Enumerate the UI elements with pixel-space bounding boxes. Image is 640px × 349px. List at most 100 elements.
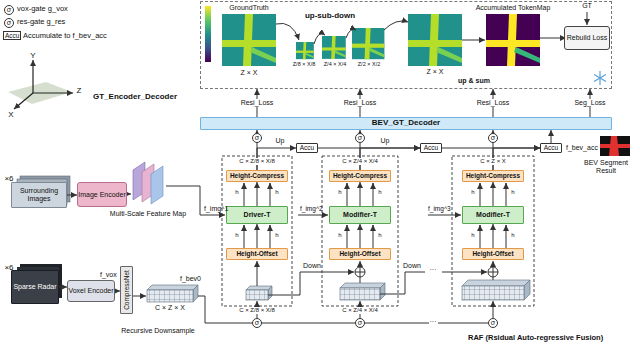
flow-line [493, 261, 494, 267]
map-title: GroundTruth [229, 4, 268, 12]
axis-letter: h [378, 189, 381, 196]
axis-letter: h [511, 189, 514, 196]
dimension-label: C × Z/4 × X/4 [341, 307, 379, 314]
bev-grid [147, 285, 198, 290]
flow-line [268, 272, 354, 295]
axis-label: Z [77, 87, 82, 96]
axis-letter: h [511, 232, 514, 239]
ellipsis: ··· [429, 318, 438, 326]
axis-letter: h [471, 232, 474, 239]
node-text: Accu [424, 144, 438, 151]
gt-panel-figures [222, 14, 276, 66]
dimension-label: C × Z/4 × X/4 [341, 158, 379, 165]
process-arrow [462, 40, 485, 41]
bev-grid [462, 286, 524, 300]
axis-letter: h [338, 232, 341, 239]
dimension-label: C × Z × X [479, 158, 507, 165]
feature-map [133, 162, 163, 204]
process-arrow [346, 29, 356, 38]
legend-text: res-gate g_res [17, 18, 65, 26]
bev-grid [462, 280, 530, 286]
bev-grid [340, 283, 385, 288]
gate-symbol: σ [4, 5, 14, 15]
gate-symbol: σ [4, 18, 14, 28]
side-arrow [373, 225, 374, 228]
side-arrow [480, 183, 481, 186]
accumulate-box: Accu [540, 143, 562, 153]
bev-grid [246, 286, 272, 290]
loss-label: Resi_Loss [476, 99, 511, 107]
gt-panel-figures [352, 28, 384, 59]
stage-frame [222, 156, 292, 306]
process-arrow [314, 34, 325, 44]
flow-line [244, 183, 506, 206]
gate-symbol: σ [488, 318, 498, 328]
axis-letter: h [235, 232, 238, 239]
node-text: Height-Offset [339, 250, 380, 257]
process-label: up & sum [458, 77, 490, 85]
height-module: Height-Compress [462, 170, 524, 182]
dimension-label: Z × X [427, 68, 444, 76]
node-text: Height-Compress [333, 172, 387, 179]
add-symbol [355, 267, 498, 277]
gt-panel-figures [408, 14, 462, 66]
axis-letter: h [338, 189, 341, 196]
flow-line [493, 301, 494, 318]
gt-panel-figures [205, 6, 211, 62]
input-label: GT [582, 2, 592, 10]
operation-label: Down [403, 262, 421, 270]
count-label: ×6 [4, 175, 13, 184]
gate-symbol: σ [355, 318, 365, 328]
axis-icon [32, 60, 33, 93]
feature-name: f_bev0 [180, 275, 201, 283]
bev-grid [340, 288, 380, 300]
gt-panel-figures [205, 6, 606, 85]
node-text: Accu [544, 144, 558, 151]
module-title: RAF (Rsidual Auto-regressive Fusion) [468, 334, 603, 342]
accumulate-box: Accu [420, 143, 442, 153]
bev-grid [147, 280, 530, 302]
height-module: Height-Offset [329, 248, 391, 260]
gate-symbol: σ [355, 133, 365, 143]
feature-name: f_img^1 [204, 205, 228, 213]
gate-symbol: σ [252, 318, 262, 328]
side-arrow [347, 225, 348, 228]
gt-panel-figures [296, 42, 314, 59]
frozen-icon [594, 75, 606, 82]
legend-text: vox-gate g_vox [17, 5, 68, 13]
feature-name: f_img^2 [300, 205, 323, 212]
dimension-label: Z/4 × X/4 [324, 61, 346, 67]
bev-grid [524, 280, 530, 300]
operation-label: Up [276, 137, 285, 145]
module-panel: GT_Encoder_DecoderRebuild Loss [200, 1, 612, 89]
dimension-label: Z/2 × X/2 [358, 61, 380, 67]
bev-segment-result [609, 136, 619, 156]
loss-label: Seg_Loss [573, 99, 606, 107]
decoder-bar: BEV_GT_Decoder [200, 117, 612, 130]
side-arrow [270, 225, 271, 228]
feature-caption: Multi-Scale Feature Map [110, 210, 186, 218]
side-arrow [270, 183, 271, 186]
height-module: Height-Offset [462, 248, 524, 260]
axis-letter: h [275, 232, 278, 239]
axis-letter: h [471, 189, 474, 196]
encoder-box: Voxel Encoder [67, 280, 115, 302]
gt-panel-figures [486, 14, 540, 66]
node-text: Height-Compress [466, 172, 520, 179]
node-text: Height-Compress [230, 172, 284, 179]
panel-heading: GT_Encoder_Decoder [93, 93, 177, 102]
loss-label: Resi_Loss [343, 99, 378, 107]
gate-symbol: σ [488, 133, 498, 143]
process-label: up-sub-down [305, 12, 355, 21]
compress-box: CompressNet [120, 266, 133, 314]
add-symbol [488, 267, 498, 277]
node-text: Modifier-T [343, 211, 377, 219]
transformer-block: Modifier-T [462, 206, 524, 224]
frozen-icon [594, 75, 606, 82]
process-arrow [276, 23, 299, 40]
axis-label: Y [30, 52, 35, 61]
process-label: Recursive Downsample [121, 327, 195, 335]
axis-icon [8, 60, 73, 109]
flow-line [244, 225, 506, 248]
